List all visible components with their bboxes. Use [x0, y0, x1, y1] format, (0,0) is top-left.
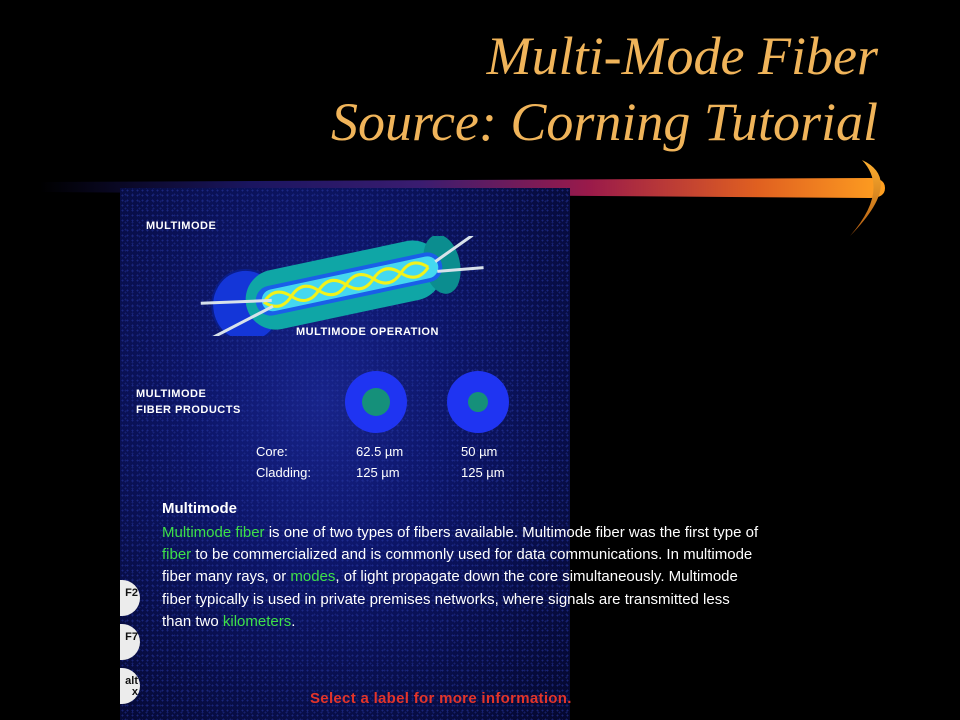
fiber-a-cladding-value: 125 µm: [356, 465, 400, 480]
fiber-cross-section-50-icon: [447, 371, 509, 433]
key-tab-alt-x[interactable]: alt x: [120, 668, 140, 704]
key-tab-f7[interactable]: F7: [120, 624, 140, 660]
fiber-cross-section-62-5-icon: [345, 371, 407, 433]
key-tab-f2[interactable]: F2: [120, 580, 140, 616]
fiber-a-core-value: 62.5 µm: [356, 444, 404, 459]
slide-subtitle: Source: Corning Tutorial: [330, 92, 878, 152]
slide-title: Multi-Mode Fiber: [486, 26, 878, 86]
cladding-label: Cladding:: [256, 465, 311, 480]
multimode-operation-label[interactable]: MULTIMODE OPERATION: [296, 326, 439, 338]
multimode-label[interactable]: MULTIMODE: [146, 220, 217, 232]
section-heading: Multimode: [162, 500, 237, 517]
link-multimode-fiber[interactable]: Multimode fiber: [162, 524, 265, 541]
fiber-products-label-line2[interactable]: FIBER PRODUCTS: [136, 404, 241, 416]
corning-tutorial-image: MULTIMODE MULTIMODE OPERATION MULTIMODE …: [120, 188, 570, 720]
link-fiber[interactable]: fiber: [162, 546, 192, 564]
link-modes[interactable]: modes: [290, 568, 336, 586]
core-label: Core:: [256, 444, 288, 459]
multimode-fiber-illustration: [198, 236, 484, 336]
description-paragraph: Multimode fiber is one of two types of f…: [162, 524, 759, 630]
fiber-b-cladding-value: 125 µm: [461, 465, 505, 480]
fiber-b-core-value: 50 µm: [461, 444, 498, 459]
link-kilometers[interactable]: kilometers: [222, 612, 292, 630]
fiber-products-label-line1[interactable]: MULTIMODE: [136, 388, 207, 400]
footer-instruction: Select a label for more information.: [310, 690, 572, 707]
